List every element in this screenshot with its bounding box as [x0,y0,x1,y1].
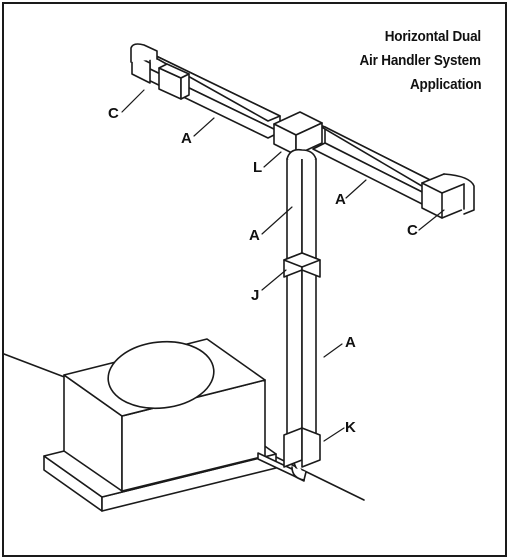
callout-j-coupling: J [251,287,260,304]
right-horizontal-cover [312,121,475,219]
callout-c-right: C [407,222,418,239]
title-line-3: Application [409,76,481,93]
callout-a-lower-vertical: A [345,334,356,351]
condensing-unit [43,338,277,512]
title-line-1: Horizontal Dual [384,28,481,45]
callout-a-top-right: A [335,191,346,208]
callout-a-top-left: A [181,130,192,147]
leader-lines [121,89,445,442]
tee-fitting [273,111,323,160]
title-line-2: Air Handler System [359,52,481,69]
line-set-diagram [4,43,475,512]
left-horizontal-cover [130,43,281,139]
callout-k-elbow: K [345,419,356,436]
callout-c-left: C [108,105,119,122]
callout-l-tee: L [253,159,263,176]
callout-a-upper-vertical: A [249,227,260,244]
vertical-line-cover [283,151,321,481]
